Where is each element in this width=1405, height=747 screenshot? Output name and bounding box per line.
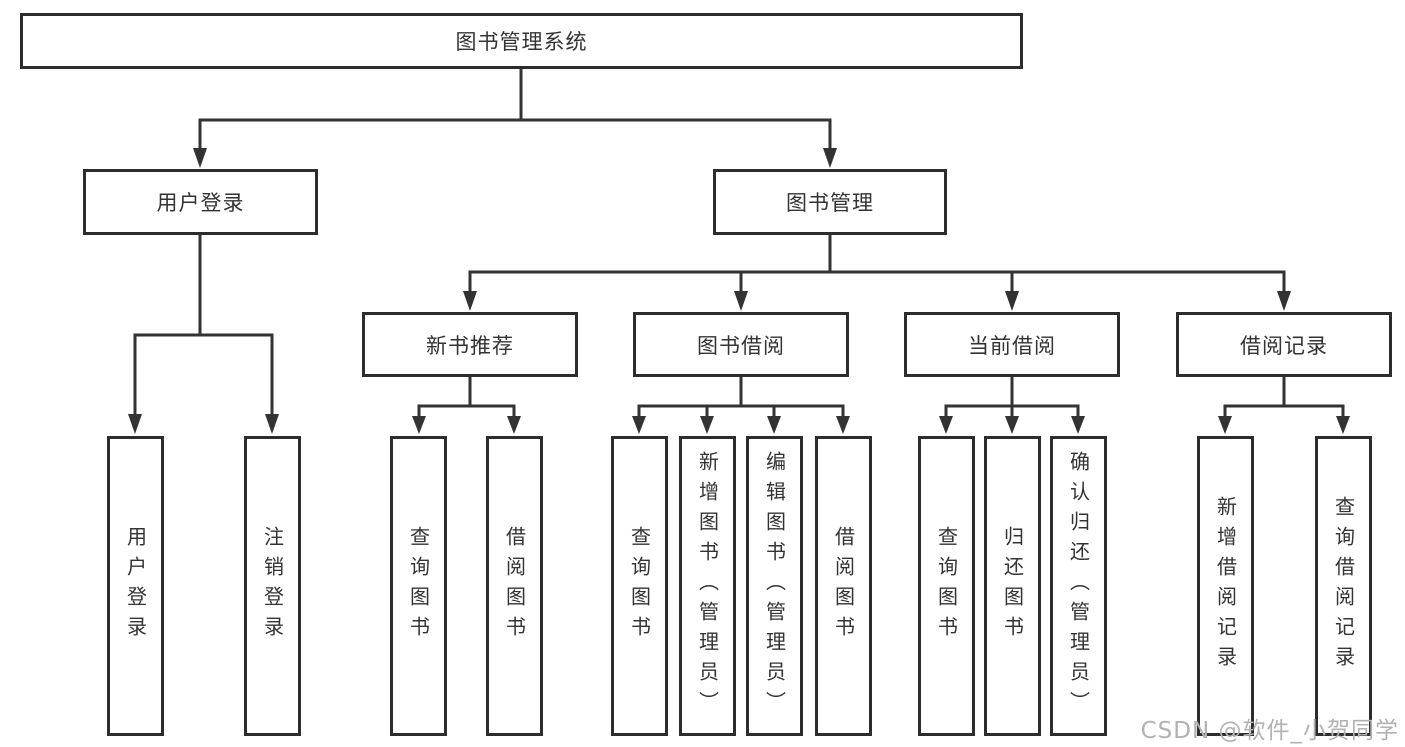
- watermark: CSDN @软件_小贺同学: [1140, 718, 1399, 744]
- node-new-book-recommend: 新书推荐: [362, 312, 578, 377]
- node-label: 用户登录: [123, 526, 148, 646]
- node-label: 新增借阅记录: [1213, 496, 1238, 676]
- node-label: 图书管理系统: [455, 30, 588, 54]
- node-label: 查询图书: [406, 526, 431, 646]
- node-label: 查询图书: [627, 526, 652, 646]
- node-label: 借阅图书: [502, 526, 527, 646]
- node-label: 查询借阅记录: [1331, 496, 1356, 676]
- node-label: 借阅图书: [831, 526, 856, 646]
- node-current-borrowing: 当前借阅: [904, 312, 1120, 377]
- node-label: 确认归还（管理员）: [1066, 451, 1091, 721]
- leaf-query-borrow-record: 查询借阅记录: [1315, 436, 1372, 736]
- node-label: 新书推荐: [426, 333, 514, 358]
- node-label: 图书借阅: [697, 333, 785, 358]
- node-label: 注销登录: [260, 526, 285, 646]
- leaf-borrow-books-recommend: 借阅图书: [486, 436, 543, 736]
- node-label: 编辑图书（管理员）: [762, 451, 787, 721]
- node-book-borrowing: 图书借阅: [633, 312, 849, 377]
- node-book-management: 图书管理: [713, 169, 947, 235]
- node-label: 归还图书: [1000, 526, 1025, 646]
- node-label: 图书管理: [786, 191, 874, 215]
- node-label: 新增图书（管理员）: [695, 451, 720, 721]
- node-label: 查询图书: [934, 526, 959, 646]
- leaf-confirm-return-admin: 确认归还（管理员）: [1050, 436, 1107, 736]
- leaf-add-borrow-record: 新增借阅记录: [1197, 436, 1254, 736]
- leaf-query-books-recommend: 查询图书: [390, 436, 447, 736]
- leaf-user-login: 用户登录: [107, 436, 164, 736]
- node-library-management-system: 图书管理系统: [20, 13, 1023, 69]
- leaf-query-books-borrowing: 查询图书: [611, 436, 668, 736]
- leaf-edit-books-admin: 编辑图书（管理员）: [746, 436, 803, 736]
- leaf-query-books-current: 查询图书: [918, 436, 975, 736]
- node-label: 借阅记录: [1240, 333, 1328, 358]
- leaf-return-books: 归还图书: [984, 436, 1041, 736]
- node-borrowing-records: 借阅记录: [1176, 312, 1392, 377]
- leaf-logout: 注销登录: [244, 436, 301, 736]
- leaf-add-books-admin: 新增图书（管理员）: [679, 436, 736, 736]
- node-label: 当前借阅: [968, 333, 1056, 358]
- node-label: 用户登录: [156, 191, 245, 215]
- leaf-borrow-books-borrowing: 借阅图书: [815, 436, 872, 736]
- node-user-login: 用户登录: [83, 169, 318, 235]
